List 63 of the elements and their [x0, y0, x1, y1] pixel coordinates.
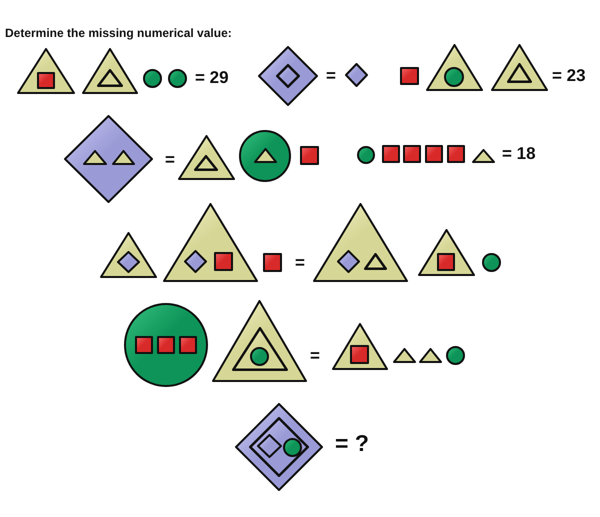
circle-icon [124, 303, 208, 387]
circle-icon [446, 346, 465, 365]
circle-icon [239, 130, 291, 182]
triangle-icon [212, 300, 307, 382]
square-icon [447, 145, 465, 163]
diamond-icon [184, 250, 207, 273]
square-icon [135, 336, 153, 354]
square-icon [214, 252, 233, 271]
triangle-icon [82, 48, 138, 94]
triangle-icon [112, 150, 135, 165]
triangle-icon [17, 48, 75, 94]
triangle-icon [97, 69, 123, 87]
circle-icon [444, 67, 464, 87]
triangle-icon [393, 348, 416, 363]
triangle-icon [313, 203, 408, 282]
triangle-icon [507, 63, 532, 83]
equals-sign: = [165, 150, 175, 168]
triangle-icon [254, 148, 277, 163]
triangle-icon [232, 327, 288, 371]
square-icon [300, 146, 319, 165]
triangle-icon [491, 44, 548, 91]
triangle-icon [419, 348, 442, 363]
diamond-icon [64, 115, 153, 203]
square-icon [179, 336, 197, 354]
triangle-icon [426, 44, 483, 91]
square-icon [425, 145, 443, 163]
triangle-icon [163, 203, 258, 282]
diamond-icon [258, 46, 318, 106]
equals-value: = 23 [552, 66, 586, 84]
triangle-icon [332, 323, 388, 370]
diamond-icon [345, 63, 368, 87]
square-icon [403, 145, 421, 163]
instruction-heading: Determine the missing numerical value: [5, 27, 232, 40]
square-icon [437, 253, 455, 271]
square-icon [350, 345, 369, 364]
triangle-icon [83, 150, 107, 165]
triangle-icon [194, 155, 218, 171]
unknown-value: = ? [335, 432, 369, 454]
triangle-icon [178, 135, 235, 180]
square-icon [400, 67, 419, 85]
circle-icon [168, 69, 187, 88]
equals-value: = 29 [195, 68, 229, 86]
diamond-icon [249, 417, 309, 477]
diamond-icon [117, 251, 140, 273]
triangle-icon [364, 253, 387, 270]
circle-icon [482, 253, 501, 272]
equals-sign: = [310, 346, 320, 364]
equals-sign: = [326, 66, 336, 84]
square-icon [157, 336, 175, 354]
equals-sign: = [295, 254, 305, 270]
triangle-icon [418, 229, 475, 276]
circle-icon [143, 69, 162, 88]
square-icon [37, 72, 55, 89]
diamond-icon [337, 250, 360, 273]
circle-icon [357, 146, 375, 164]
triangle-icon [472, 149, 495, 163]
diamond-icon [257, 434, 282, 458]
square-icon [382, 145, 400, 163]
diamond-icon [235, 403, 323, 491]
square-icon [263, 253, 282, 272]
diamond-icon [276, 64, 300, 88]
equals-value: = 18 [502, 144, 536, 162]
triangle-icon [100, 232, 157, 278]
